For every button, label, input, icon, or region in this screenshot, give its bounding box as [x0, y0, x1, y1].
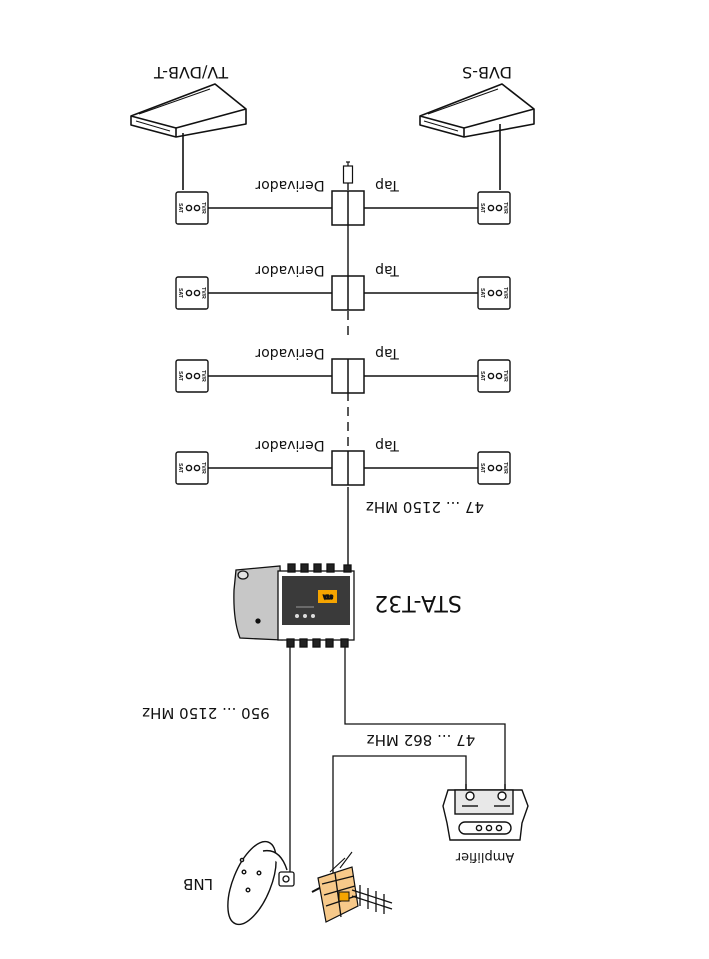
amplifier-label: Amplifier: [455, 849, 514, 864]
outlet-sat-text: SAT: [177, 463, 183, 473]
lnb-icon: [278, 871, 295, 887]
tv-receiver-label: TV/DVB-T: [154, 63, 229, 82]
tv-receiver-icon: [130, 83, 247, 190]
multiswitch-panel: [282, 576, 350, 625]
sat-receiver-icon: [419, 83, 535, 190]
outlet-sat-text: SAT: [177, 288, 183, 298]
outlet-sat-text: SAT: [177, 203, 183, 213]
cables: [289, 647, 506, 880]
terrestrial-antenna-icon: [311, 851, 393, 923]
tap-label-left: Derivador: [255, 437, 324, 453]
outlet-tv-text: TV/R: [200, 370, 206, 382]
multiswitch-device: STA: [233, 563, 355, 648]
tap-row: SAT TV/R SAT TV/R Derivador Tap: [175, 345, 511, 394]
outlet-sat-text: SAT: [479, 371, 485, 381]
wall-outlet-left-icon: SAT TV/R: [175, 451, 209, 485]
outlet-tv-text: TV/R: [502, 202, 508, 214]
tap-label-left: Derivador: [255, 177, 324, 193]
lnb-label: LNB: [183, 875, 213, 893]
tap-splitter-icon: [331, 190, 365, 226]
wall-outlet-right-icon: SAT TV/R: [477, 276, 511, 310]
outlet-tv-text: TV/R: [502, 370, 508, 382]
outlet-sat-text: SAT: [479, 463, 485, 473]
outlet-tv-text: TV/R: [200, 287, 206, 299]
multiswitch-accent-tag: [318, 590, 337, 603]
multiswitch-label: STA-T32: [374, 590, 462, 615]
tap-row: SAT TV/R SAT TV/R Derivador Tap: [175, 437, 511, 486]
sat-receiver-label: DVB-S: [462, 63, 512, 82]
outlet-sat-text: SAT: [177, 371, 183, 381]
tap-label-right: Tap: [375, 437, 400, 453]
multiswitch-housing: [233, 565, 283, 641]
outlet-tv-text: TV/R: [200, 202, 206, 214]
outlet-tv-text: TV/R: [200, 462, 206, 474]
terminator-icon: [342, 161, 354, 184]
amplifier-icon: [442, 784, 529, 841]
terrestrial-band-label: 47 ... 862 MHz: [367, 731, 476, 749]
dish-icon: [227, 840, 288, 926]
outlet-tv-text: TV/R: [502, 287, 508, 299]
tap-splitter-icon: [331, 450, 365, 486]
trunk-band-label: 47 ... 2150 MHz: [366, 498, 484, 516]
svg-text:STA: STA: [323, 593, 333, 599]
tap-label-right: Tap: [375, 177, 400, 193]
tap-label-left: Derivador: [255, 262, 324, 278]
wall-outlet-right-icon: SAT TV/R: [477, 191, 511, 225]
wall-outlet-right-icon: SAT TV/R: [477, 359, 511, 393]
tap-splitter-icon: [331, 275, 365, 311]
tap-splitter-icon: [331, 358, 365, 394]
wall-outlet-right-icon: SAT TV/R: [477, 451, 511, 485]
tap-label-right: Tap: [375, 262, 400, 278]
tap-row: SAT TV/R SAT TV/R Derivador Tap: [175, 177, 511, 226]
outlet-sat-text: SAT: [479, 203, 485, 213]
outlet-tv-text: TV/R: [502, 462, 508, 474]
wall-outlet-left-icon: SAT TV/R: [175, 276, 209, 310]
tap-label-left: Derivador: [255, 345, 324, 361]
tap-label-right: Tap: [375, 345, 400, 361]
wall-outlet-left-icon: SAT TV/R: [175, 191, 209, 225]
tap-row: SAT TV/R SAT TV/R Derivador Tap: [175, 262, 511, 311]
outlet-sat-text: SAT: [479, 288, 485, 298]
wall-outlet-left-icon: SAT TV/R: [175, 359, 209, 393]
lnb-band-label: 950 ... 2150 MHz: [142, 704, 270, 722]
